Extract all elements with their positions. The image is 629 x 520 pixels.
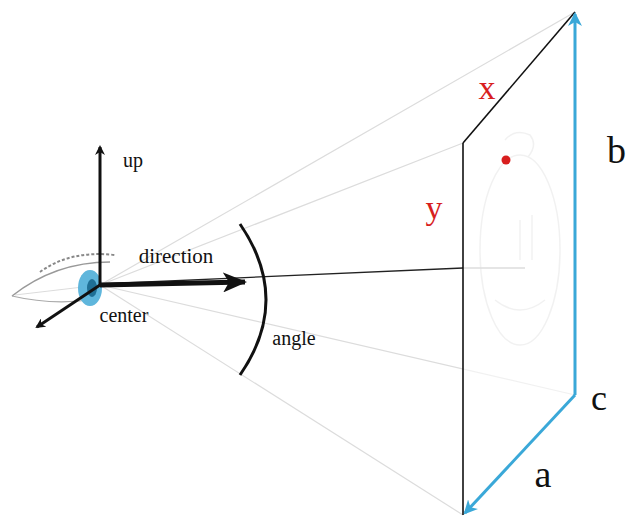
plane-edge <box>462 143 464 515</box>
label-text: a <box>535 455 552 493</box>
plane-edge <box>463 12 575 143</box>
label-text: direction <box>139 246 214 267</box>
label-text: b <box>607 131 626 169</box>
b-vector <box>574 14 577 395</box>
label-text: c <box>591 380 607 416</box>
side-axis <box>37 285 100 327</box>
label-text: y <box>426 191 443 225</box>
angle-arc <box>240 224 266 375</box>
frustum-lines <box>15 12 575 515</box>
label-text: up <box>123 150 143 170</box>
label-text: center <box>100 305 149 325</box>
direction-axis <box>100 282 245 285</box>
up-axis <box>99 147 102 286</box>
label-text: x <box>479 71 496 105</box>
view-ray <box>100 268 463 284</box>
label-text: angle <box>272 328 315 348</box>
image-plane <box>463 12 575 515</box>
pixel-dot <box>502 156 511 165</box>
a-vector <box>465 395 575 513</box>
